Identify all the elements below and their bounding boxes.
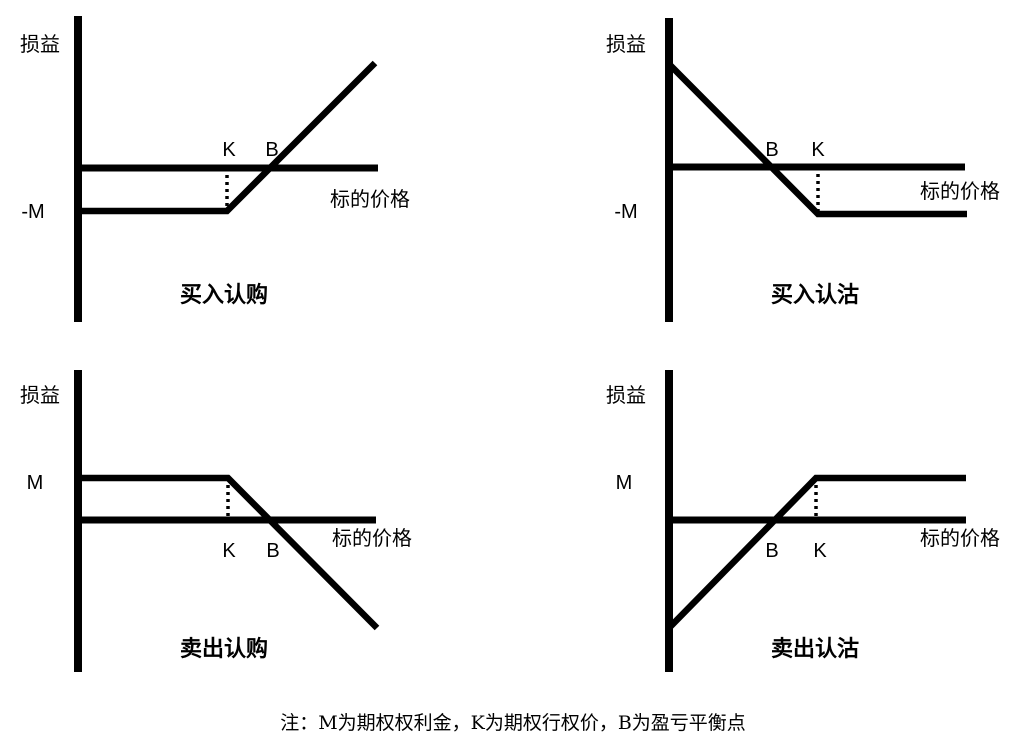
- x-axis-label: 标的价格: [332, 527, 412, 550]
- premium-level-label: M: [27, 472, 44, 494]
- breakeven-label: B: [266, 540, 279, 562]
- breakeven-label: B: [765, 139, 778, 161]
- premium-level-label: -M: [614, 201, 637, 223]
- premium-level-label: -M: [21, 201, 44, 223]
- premium-level-label: M: [616, 472, 633, 494]
- breakeven-label: B: [265, 139, 278, 161]
- panel-short-call: 损益 M K B 标的价格 卖出认购: [20, 370, 412, 672]
- panel-short-put: 损益 M B K 标的价格 卖出认沽: [606, 370, 1000, 672]
- strike-label: K: [222, 540, 236, 562]
- panel-title: 买入认沽: [771, 282, 859, 307]
- y-axis-label: 损益: [20, 384, 60, 407]
- x-axis-label: 标的价格: [920, 527, 1000, 550]
- panel-long-put: 损益 B K -M 标的价格 买入认沽: [606, 18, 1000, 322]
- x-axis-label: 标的价格: [330, 188, 410, 211]
- panel-title: 卖出认沽: [771, 636, 859, 661]
- x-axis-label: 标的价格: [920, 180, 1000, 203]
- panel-title: 卖出认购: [180, 636, 268, 661]
- figure-note: 注：M为期权权利金，K为期权行权价，B为盈亏平衡点: [280, 712, 746, 734]
- y-axis-label: 损益: [20, 33, 60, 56]
- strike-label: K: [222, 139, 236, 161]
- strike-label: K: [813, 540, 827, 562]
- y-axis-label: 损益: [606, 33, 646, 56]
- panel-title: 买入认购: [180, 282, 268, 307]
- payoff-line: [667, 62, 967, 218]
- panel-long-call: 损益 K B -M 标的价格 买入认购: [20, 16, 410, 322]
- y-axis-label: 损益: [606, 384, 646, 407]
- breakeven-label: B: [765, 540, 778, 562]
- strike-label: K: [811, 139, 825, 161]
